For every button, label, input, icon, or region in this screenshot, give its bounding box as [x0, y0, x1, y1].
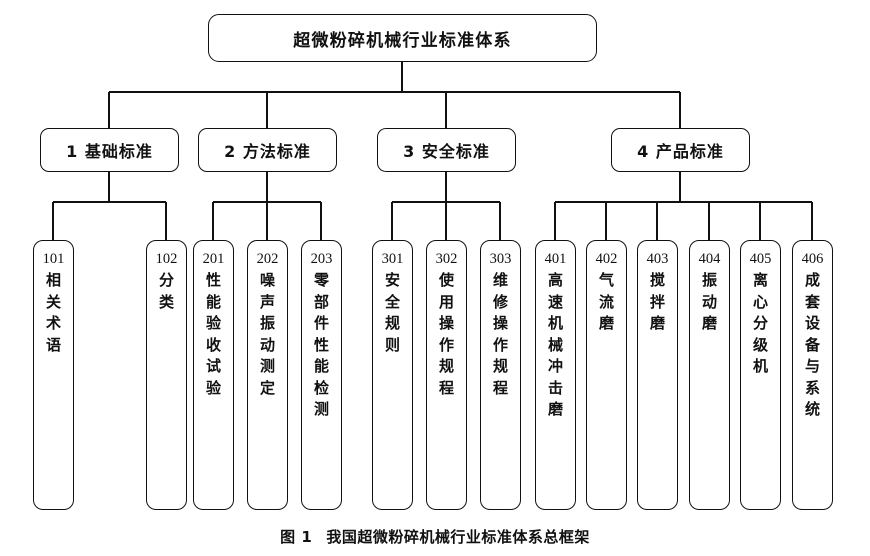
leaf-node-401[interactable]: 401 高速机械冲击磨: [535, 240, 576, 510]
category-node-2[interactable]: 2 方法标准: [198, 128, 337, 172]
figure-caption-number: 图 1: [280, 528, 313, 546]
leaf-node-302[interactable]: 302 使用操作规程: [426, 240, 467, 510]
leaf-node-203-code: 203: [310, 251, 333, 267]
leaf-node-303-text: 维修操作规程: [492, 271, 508, 397]
category-node-1-label: 1 基础标准: [66, 142, 153, 161]
leaf-node-403-code: 403: [646, 251, 669, 267]
category-node-4-label: 4 产品标准: [637, 142, 724, 161]
leaf-node-401-code: 401: [544, 251, 567, 267]
leaf-node-301[interactable]: 301 安全规则: [372, 240, 413, 510]
root-node[interactable]: 超微粉碎机械行业标准体系: [208, 14, 597, 62]
leaf-node-401-text: 高速机械冲击磨: [547, 271, 563, 418]
leaf-node-405-code: 405: [749, 251, 772, 267]
leaf-node-102[interactable]: 102 分类: [146, 240, 187, 510]
leaf-node-402-code: 402: [595, 251, 618, 267]
leaf-node-202-text: 噪声振动测定: [259, 271, 275, 397]
leaf-node-402[interactable]: 402 气流磨: [586, 240, 627, 510]
figure-caption-title: 我国超微粉碎机械行业标准体系总框架: [326, 528, 590, 546]
leaf-node-201-code: 201: [202, 251, 225, 267]
leaf-node-203[interactable]: 203 零部件性能检测: [301, 240, 342, 510]
leaf-node-101-code: 101: [42, 251, 65, 267]
leaf-node-403-text: 搅拌磨: [649, 271, 665, 332]
leaf-node-402-text: 气流磨: [598, 271, 614, 332]
leaf-node-303-code: 303: [489, 251, 512, 267]
leaf-node-405-text: 离心分级机: [752, 271, 768, 375]
leaf-node-404[interactable]: 404 振动磨: [689, 240, 730, 510]
leaf-node-201-text: 性能验收试验: [205, 271, 221, 397]
category-node-2-label: 2 方法标准: [224, 142, 311, 161]
category-node-4[interactable]: 4 产品标准: [611, 128, 750, 172]
leaf-node-301-text: 安全规则: [384, 271, 400, 354]
leaf-node-302-code: 302: [435, 251, 458, 267]
leaf-node-404-text: 振动磨: [701, 271, 717, 332]
leaf-node-203-text: 零部件性能检测: [313, 271, 329, 418]
leaf-node-303[interactable]: 303 维修操作规程: [480, 240, 521, 510]
leaf-node-202[interactable]: 202 噪声振动测定: [247, 240, 288, 510]
figure-caption: 图 1 我国超微粉碎机械行业标准体系总框架: [0, 526, 870, 547]
leaf-node-404-code: 404: [698, 251, 721, 267]
leaf-node-301-code: 301: [381, 251, 404, 267]
leaf-node-101[interactable]: 101 相关术语: [33, 240, 74, 510]
leaf-node-406[interactable]: 406 成套设备与系统: [792, 240, 833, 510]
leaf-node-201[interactable]: 201 性能验收试验: [193, 240, 234, 510]
category-node-3-label: 3 安全标准: [403, 142, 490, 161]
leaf-node-102-code: 102: [155, 251, 178, 267]
leaf-node-101-text: 相关术语: [45, 271, 61, 354]
leaf-node-403[interactable]: 403 搅拌磨: [637, 240, 678, 510]
category-node-1[interactable]: 1 基础标准: [40, 128, 179, 172]
category-node-3[interactable]: 3 安全标准: [377, 128, 516, 172]
root-node-label: 超微粉碎机械行业标准体系: [293, 30, 512, 51]
leaf-node-102-text: 分类: [158, 271, 174, 311]
leaf-node-406-text: 成套设备与系统: [804, 271, 820, 418]
leaf-node-405[interactable]: 405 离心分级机: [740, 240, 781, 510]
leaf-node-202-code: 202: [256, 251, 279, 267]
leaf-node-302-text: 使用操作规程: [438, 271, 454, 397]
leaf-node-406-code: 406: [801, 251, 824, 267]
